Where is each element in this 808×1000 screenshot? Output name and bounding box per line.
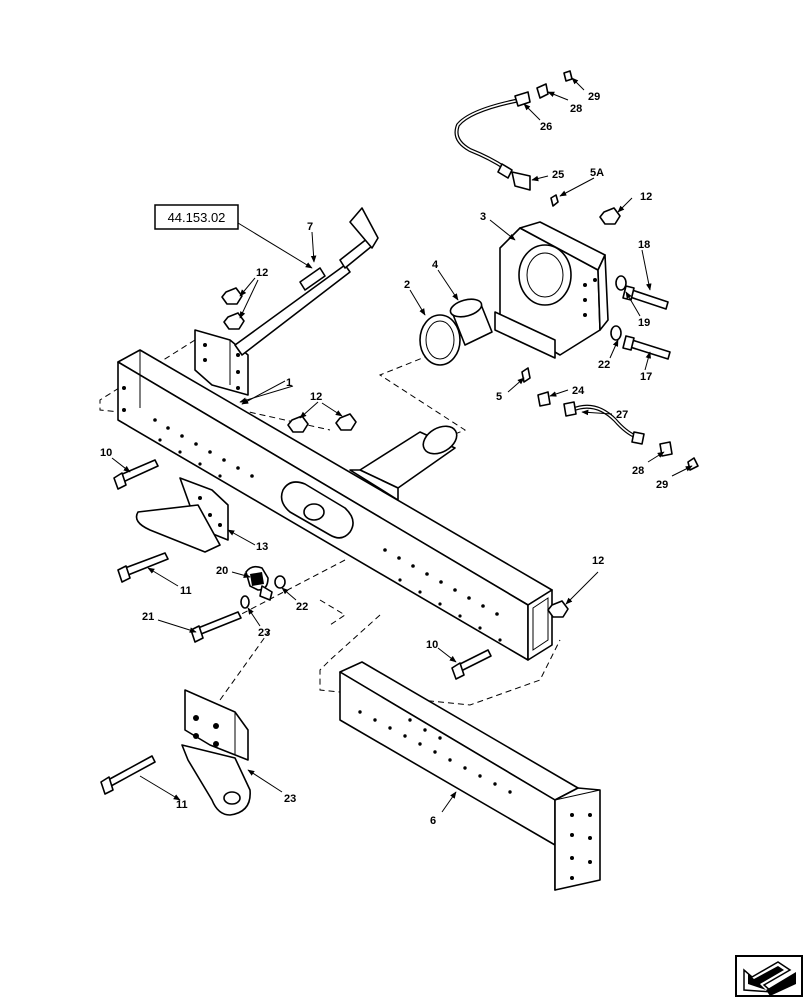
- callout-1: 1: [286, 377, 292, 389]
- callout-11b: 11: [176, 799, 188, 811]
- callout-6: 6: [430, 815, 436, 827]
- clamp: [245, 565, 273, 601]
- callout-27: 27: [616, 409, 628, 421]
- bushing: [449, 298, 493, 346]
- callout-4: 4: [432, 259, 439, 271]
- callout-2: 2: [404, 279, 410, 291]
- upper-hose: [454, 70, 573, 191]
- washer: [240, 275, 627, 609]
- reference-number: 44.153.02: [168, 210, 226, 225]
- callout-10b: 10: [426, 639, 438, 651]
- callout-26: 26: [540, 121, 552, 133]
- hitch-plate: [135, 477, 229, 553]
- callout-13: 13: [256, 541, 268, 553]
- rod-bracket: [194, 207, 379, 396]
- callout-12a: 12: [256, 267, 268, 279]
- callout-10a: 10: [100, 447, 112, 459]
- nut: [221, 207, 621, 618]
- callout-7: 7: [307, 221, 313, 233]
- callout-20: 20: [216, 565, 228, 577]
- callout-29b: 29: [656, 479, 668, 491]
- callout-11a: 11: [180, 585, 192, 597]
- callout-25: 25: [552, 169, 564, 181]
- callout-18: 18: [638, 239, 650, 251]
- callout-12b: 12: [310, 391, 322, 403]
- callout-5: 5: [496, 391, 502, 403]
- bolt: [451, 649, 492, 680]
- callout-12c: 12: [640, 191, 652, 203]
- callout-5a: 5A: [590, 167, 604, 179]
- lower-hitch-plate: [181, 689, 251, 816]
- bolt: [117, 552, 169, 583]
- callout-12d: 12: [592, 555, 604, 567]
- lower-hose: [537, 391, 699, 471]
- bolt: [622, 335, 671, 360]
- callout-23a: 23: [258, 627, 270, 639]
- seal-ring: [419, 314, 461, 366]
- callout-19: 19: [638, 317, 650, 329]
- callout-23b: 23: [284, 793, 296, 805]
- leader-lines: [111, 77, 693, 813]
- callout-29a: 29: [588, 91, 600, 103]
- callout-22a: 22: [598, 359, 610, 371]
- bolt: [113, 459, 159, 490]
- callout-labels: 1 2 3 4 5 5A 6 7 10 10 11 11 12 12 12 12…: [100, 91, 668, 827]
- callout-28b: 28: [632, 465, 644, 477]
- bolt: [190, 611, 242, 643]
- reference-box[interactable]: 44.153.02: [154, 204, 239, 230]
- next-page-arrow-icon[interactable]: [735, 955, 803, 997]
- callout-28a: 28: [570, 103, 582, 115]
- bolt: [100, 755, 156, 795]
- callout-22b: 22: [296, 601, 308, 613]
- callout-17: 17: [640, 371, 652, 383]
- main-cross-beam: [117, 349, 553, 661]
- pivot-tube: [349, 425, 458, 501]
- callout-3: 3: [480, 211, 486, 223]
- extension-beam: [339, 661, 601, 891]
- callout-24: 24: [572, 385, 585, 397]
- bearing-housing: [494, 221, 609, 359]
- callout-21: 21: [142, 611, 154, 623]
